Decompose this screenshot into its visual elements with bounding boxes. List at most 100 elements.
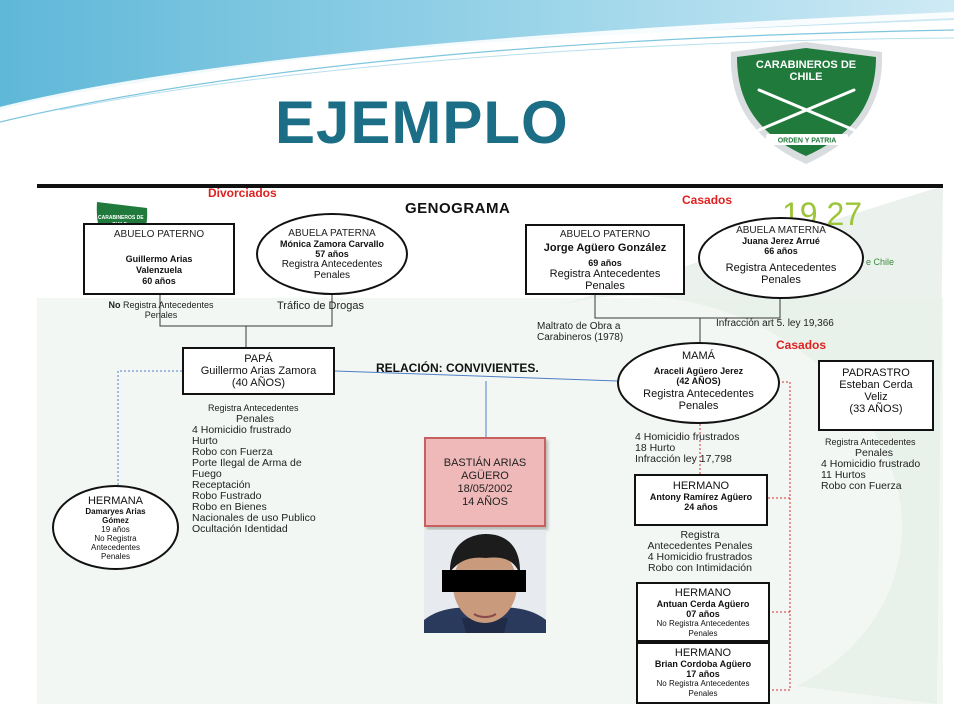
mama-note: Registra Antecedentes Penales	[643, 388, 754, 412]
hermana-role: HERMANA	[87, 494, 143, 507]
abuelo-paterno-2-name: Jorge Agüero González	[543, 242, 667, 254]
abuelo-paterno-1-note-text: Registra Antecedentes Penales	[120, 300, 214, 320]
hermana-ellipse: HERMANA Damaryes Arias Gómez 19 años No …	[52, 485, 179, 570]
papa-age: (40 AÑOS)	[231, 377, 286, 389]
papa-record-line: Receptación	[192, 479, 251, 491]
abuelo-paterno-2-age: 69 años	[588, 258, 622, 268]
crossed-rifles-icon	[757, 88, 856, 132]
papa-record-line: Ocultación Identidad	[192, 523, 288, 535]
relacion-label: RELACIÓN: CONVIVIENTES.	[376, 361, 539, 375]
hermano-1-record-line: Robo con Intimidación	[648, 562, 752, 574]
abuelo-paterno-2-role: ABUELO PATERNO	[559, 229, 651, 240]
casados-mid-label: Casados	[776, 338, 827, 352]
padrastro-record-line: Penales	[855, 447, 893, 459]
infraccion-top-label: Infracción art 5. ley 19,366	[716, 318, 834, 329]
papa-record: Registra Antecedentes Penales 4 Homicidi…	[192, 403, 342, 535]
hermano-2-age: 07 años	[686, 609, 720, 619]
abuelo-paterno-1-age: 60 años	[142, 276, 176, 286]
papa-record-line: 4 Homicidio frustrado	[192, 424, 292, 436]
hermana-name: Damaryes Arias Gómez	[85, 506, 146, 525]
papa-record-line: Registra Antecedentes	[208, 403, 299, 413]
hermano-3-note: No Registra Antecedentes Penales	[656, 679, 750, 698]
papa-box: PAPÁ Guillermo Arias Zamora (40 AÑOS)	[182, 347, 335, 395]
padrastro-record-line: 11 Hurtos	[821, 469, 866, 481]
casados-top-label: Casados	[682, 193, 733, 207]
abuelo-paterno-1-note-bold: No	[108, 300, 121, 310]
abuela-materna-note: Registra Antecedentes Penales	[725, 261, 837, 286]
trafico-label: Tráfico de Drogas	[277, 300, 365, 312]
papa-role: PAPÁ	[244, 353, 273, 365]
mama-age: (42 AÑOS)	[676, 376, 721, 386]
top-rule	[37, 184, 943, 188]
abuelo-paterno-2-box: ABUELO PATERNO Jorge Agüero González 69 …	[525, 224, 685, 295]
mama-record-line: Infracción ley 17,798	[635, 453, 732, 465]
hermano-2-name: Antuan Cerda Agüero	[656, 599, 750, 609]
abuela-paterna-age: 57 años	[315, 248, 349, 259]
hermano-3-role: HERMANO	[674, 647, 732, 659]
hermano-1-role: HERMANO	[672, 480, 730, 492]
page-title: EJEMPLO	[275, 89, 569, 156]
papa-record-line: Porte Ilegal de Arma de	[192, 457, 302, 469]
papa-record-line: Robo con Fuerza	[192, 446, 273, 458]
hermano-2-role: HERMANO	[674, 587, 732, 599]
abuela-materna-ellipse: ABUELA MATERNA Juana Jerez Arrué 66 años…	[698, 217, 864, 299]
papa-record-line: Fuego	[192, 468, 222, 480]
svg-text:CARABINEROS DE: CARABINEROS DE	[98, 215, 144, 221]
abuela-paterna-name: Mónica Zamora Carvallo	[279, 238, 385, 249]
abuelo-paterno-1-note: No Registra Antecedentes Penales	[96, 300, 226, 320]
logo-motto: ORDEN Y PATRIA	[778, 138, 837, 145]
abuelo-paterno-1-role: ABUELO PATERNO	[113, 229, 205, 240]
abuelo-paterno-1-name: Guillermo Arias Valenzuela	[125, 254, 193, 275]
mama-name: Araceli Agüero Jerez	[653, 366, 744, 376]
genograma-title: GENOGRAMA	[405, 200, 511, 217]
abuela-paterna-ellipse: ABUELA PATERNA Mónica Zamora Carvallo 57…	[256, 213, 408, 295]
hermano-1-record-line: Registra	[680, 529, 720, 541]
papa-record-line: Nacionales de uso Publico	[192, 512, 316, 524]
abuela-paterna-role: ABUELA PATERNA	[288, 227, 376, 239]
mama-role: MAMÁ	[682, 350, 715, 362]
padrastro-record: Registra Antecedentes Penales 4 Homicidi…	[821, 437, 939, 492]
padrastro-role: PADRASTRO	[842, 367, 910, 379]
carabineros-shield-logo: CARABINEROS DE CHILE ORDEN Y PATRIA	[730, 42, 883, 164]
abuela-materna-name: Juana Jerez Arrué	[742, 235, 820, 246]
mama-ellipse: MAMÁ Araceli Agüero Jerez (42 AÑOS) Regi…	[617, 342, 780, 424]
papa-record-line: Robo Fustrado	[192, 490, 262, 502]
padrastro-record-line: Registra Antecedentes	[825, 437, 916, 447]
abuela-materna-role: ABUELA MATERNA	[736, 224, 826, 236]
mama-record-line: 18 Hurto	[635, 442, 676, 454]
papa-record-line: Hurto	[192, 435, 218, 447]
padrastro-age: (33 AÑOS)	[849, 403, 903, 415]
padrastro-record-line: Robo con Fuerza	[821, 480, 902, 492]
logo-text-line2: CHILE	[790, 71, 823, 83]
mama-record: 4 Homicidio frustrados 18 Hurto Infracci…	[635, 432, 739, 465]
hermana-note: No Registra Antecedentes Penales	[91, 533, 140, 561]
hermano-1-record: Registra Antecedentes Penales 4 Homicidi…	[630, 530, 770, 574]
hermana-age: 19 años	[101, 524, 130, 534]
hermano-1-box: HERMANO Antony Ramírez Agüero 24 años	[634, 474, 768, 526]
mama-record-line: 4 Homicidio frustrados	[635, 431, 740, 443]
bastian-date: 18/05/2002	[457, 483, 513, 495]
bastian-box: BASTIÁN ARIAS AGÜERO 18/05/2002 14 AÑOS	[424, 437, 546, 527]
hermano-1-age: 24 años	[684, 502, 718, 512]
abuela-materna-age: 66 años	[764, 245, 798, 256]
bastian-name: BASTIÁN ARIAS AGÜERO	[443, 457, 527, 482]
papa-record-line: Robo en Bienes	[192, 501, 267, 513]
abuela-paterna-note: Registra Antecedentes Penales	[281, 258, 383, 281]
abuelo-paterno-1-box: ABUELO PATERNO Guillermo Arias Valenzuel…	[83, 223, 235, 295]
hermano-1-record-line: Antecedentes Penales	[647, 540, 753, 552]
divorciados-label: Divorciados	[208, 186, 277, 200]
child-photo	[424, 530, 546, 633]
hermano-3-name: Brian Cordoba Agüero	[654, 659, 752, 669]
background-brand: e Chile	[866, 257, 895, 267]
maltrato-label: Maltrato de Obra a Carabineros (1978)	[537, 321, 624, 343]
padrastro-name: Esteban Cerda Veliz	[839, 379, 913, 403]
papa-name: Guillermo Arias Zamora	[200, 365, 317, 377]
padrastro-record-line: 4 Homicidio frustrado	[821, 458, 921, 470]
hermano-3-age: 17 años	[686, 669, 720, 679]
bastian-age: 14 AÑOS	[462, 496, 508, 508]
logo-text-line1: CARABINEROS DE	[756, 59, 856, 71]
papa-record-line: Penales	[236, 413, 274, 425]
hermano-2-box: HERMANO Antuan Cerda Agüero 07 años No R…	[636, 582, 770, 642]
abuelo-paterno-2-note: Registra Antecedentes Penales	[549, 268, 661, 292]
hermano-3-box: HERMANO Brian Cordoba Agüero 17 años No …	[636, 642, 770, 704]
